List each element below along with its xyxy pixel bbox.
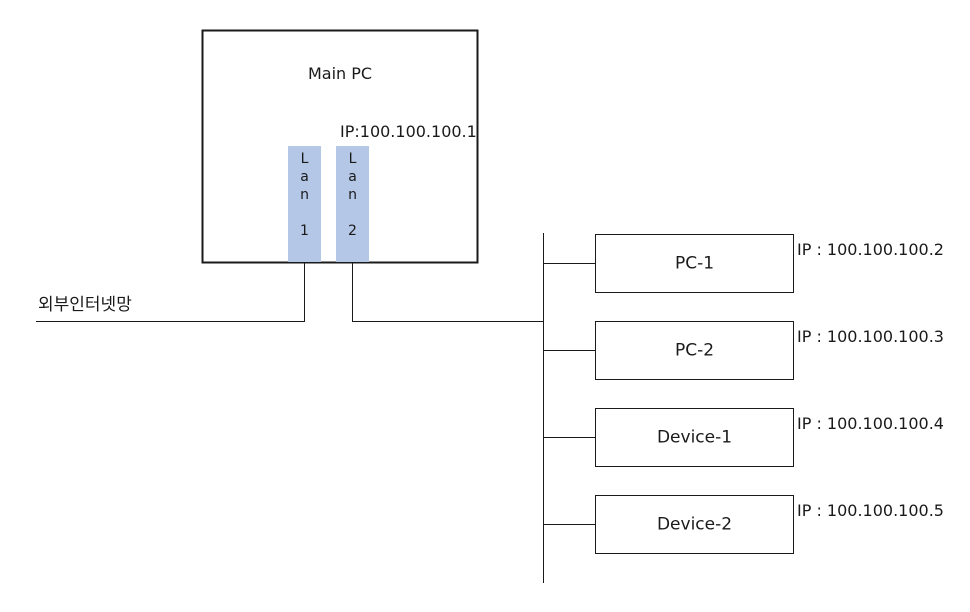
device-ip: IP : 100.100.100.3 [797,327,944,346]
external-network-label: 외부인터넷망 [38,295,132,315]
device-name: PC-2 [674,340,715,360]
lan-port-2-char: a [348,169,357,185]
lan-port-1: L a n 1 [288,146,321,262]
lan-port-2-char: L [348,151,357,167]
lan-port-1-char: 1 [300,223,309,239]
device-box-pc-2: PC-2 [595,321,794,380]
lan-port-1-char: a [300,169,309,185]
main-pc-border [201,29,479,264]
device-box-pc-1: PC-1 [595,234,794,293]
main-pc-ip: IP:100.100.100.1 [340,122,477,141]
device-name: Device-1 [656,427,733,447]
device-ip: IP : 100.100.100.5 [797,501,944,520]
main-pc-title: Main PC [308,64,373,83]
device-box-device-2: Device-2 [595,495,794,554]
lan-port-2: L a n 2 [336,146,369,262]
lan-port-1-char: n [300,187,309,203]
device-box-device-1: Device-1 [595,408,794,467]
device-name: PC-1 [674,253,715,273]
lan-port-2-char: n [348,187,357,203]
device-ip: IP : 100.100.100.2 [797,240,944,259]
device-name: Device-2 [656,514,733,534]
lan-port-2-char: 2 [348,223,357,239]
lan-port-1-char: L [300,151,309,167]
device-ip: IP : 100.100.100.4 [797,414,944,433]
